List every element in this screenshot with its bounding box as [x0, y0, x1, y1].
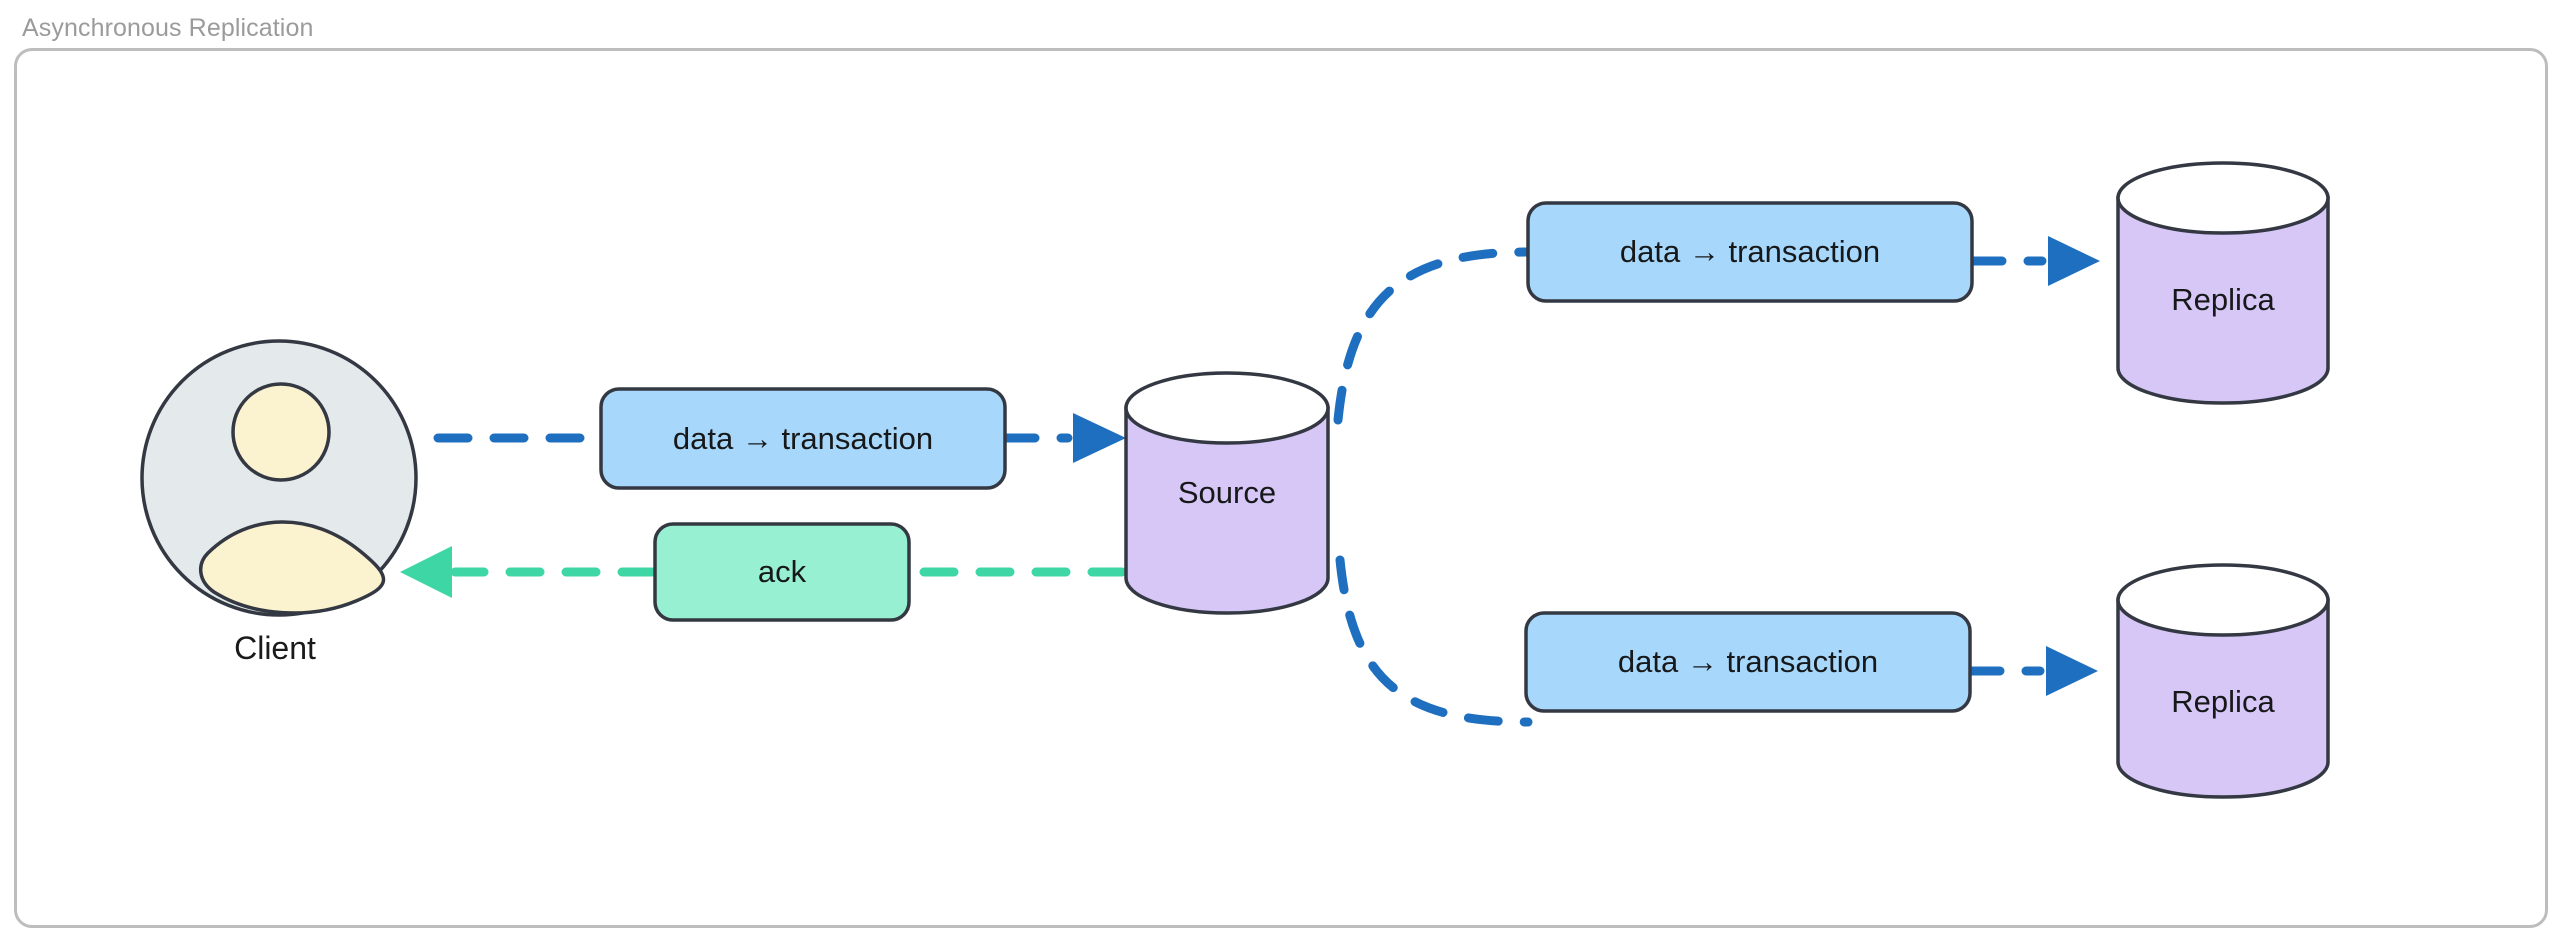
edge-label-box-replica-bottom[interactable]: [1524, 611, 1972, 713]
edge-databox-top-to-replica-top: [1967, 236, 2100, 286]
edge-ackbox-to-client: [400, 546, 657, 598]
node-label-client: Client: [234, 630, 316, 666]
edge-databox-bottom-to-replica-bottom: [1965, 646, 2098, 696]
node-source[interactable]: [1124, 371, 1330, 615]
avatar-head-icon: [231, 382, 331, 482]
page-title: Asynchronous Replication: [22, 14, 314, 42]
edge-label-box-client-to-source[interactable]: [599, 387, 1007, 490]
node-replica-bottom[interactable]: [2116, 563, 2330, 799]
avatar-body-icon: [199, 520, 386, 615]
edge-source-to-replica-bottom: [1335, 555, 1533, 727]
edge-label-box-ack[interactable]: [653, 522, 911, 622]
edge-label-box-replica-top[interactable]: [1526, 201, 1974, 303]
node-replica-top[interactable]: [2116, 161, 2330, 405]
edge-source-to-replica-top: [1333, 247, 1533, 425]
node-client[interactable]: [140, 339, 418, 617]
edge-databox-to-source: [1000, 413, 1126, 463]
